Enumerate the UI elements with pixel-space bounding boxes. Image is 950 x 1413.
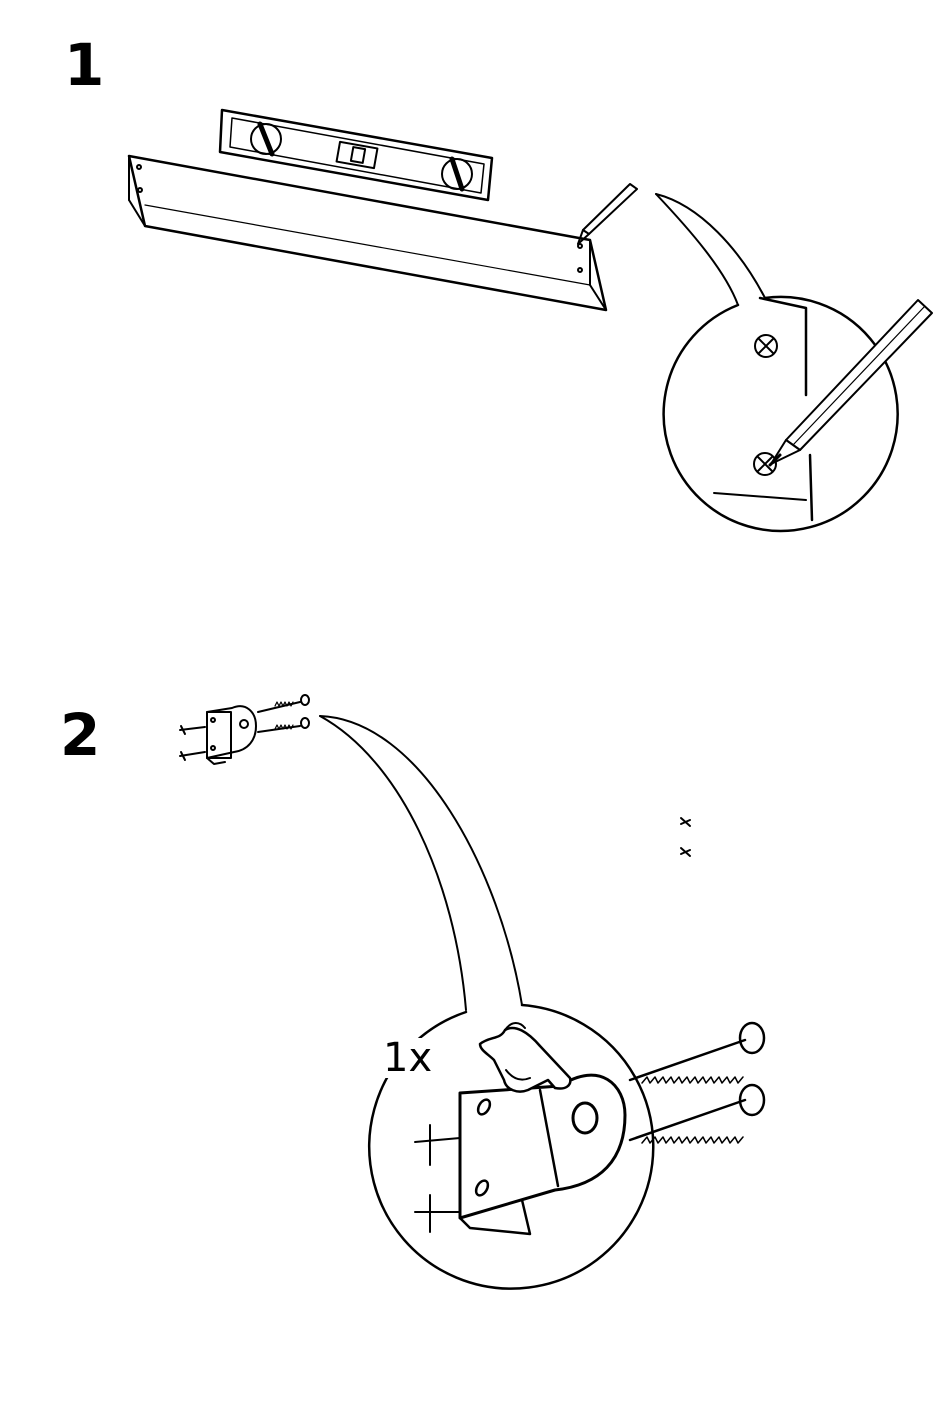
- wall-marks: [681, 818, 690, 856]
- detail-callout-bracket: [320, 716, 764, 1289]
- quantity-label: 1x: [381, 1038, 434, 1078]
- spirit-level-icon: [220, 110, 492, 200]
- screw-icon: [630, 1023, 764, 1143]
- pencil-icon: [578, 184, 637, 244]
- detail-callout-marking: [656, 194, 932, 531]
- hand-icon: [480, 1023, 570, 1092]
- bracket-small-icon: [180, 695, 309, 764]
